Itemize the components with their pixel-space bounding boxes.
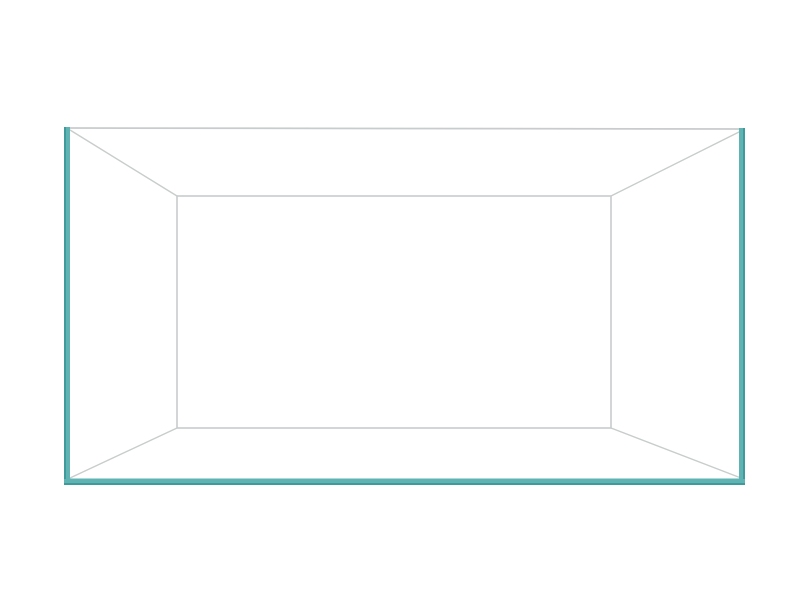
tank-edge-top-left [69,129,178,197]
tank-glass-right-edge-shade [743,128,745,485]
tank-glass-bottom-edge-shade [64,483,745,485]
tank-back-panel [176,195,612,429]
tank-edge-bottom-right [610,427,742,479]
tank-glass-left-edge [64,127,70,485]
tank-edge-bottom-left [69,427,178,479]
tank-edge-top-right [610,130,742,197]
tank-glass-left-edge-shade [64,127,66,485]
tank-glass-bottom-edge [64,479,745,485]
tank-glass-right-edge [739,128,745,485]
tank-top-front-edge [66,127,745,130]
